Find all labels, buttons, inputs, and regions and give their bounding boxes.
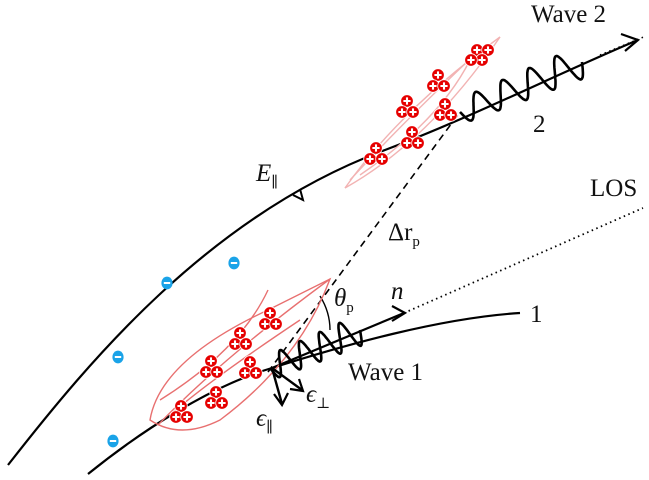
n-label: n <box>391 278 404 305</box>
e-parallel-label: E∥ <box>255 160 278 191</box>
eps-par-vector <box>270 367 284 405</box>
theta-arc <box>319 295 331 331</box>
los-label: LOS <box>590 175 637 202</box>
wave-1-label: Wave 1 <box>348 359 423 386</box>
eps-parallel-label: ϵ∥ <box>256 405 273 436</box>
eps-perp-label: ϵ⊥ <box>306 381 330 412</box>
separation-dashed-line <box>267 111 461 373</box>
wave2-extension <box>599 35 647 56</box>
line-1-label: 1 <box>530 301 543 328</box>
n-vector <box>271 311 405 370</box>
wave-1 <box>268 321 363 379</box>
arrowhead-e-parallel <box>292 188 305 202</box>
wave-2 <box>459 54 585 122</box>
eps-perp-vector <box>271 367 303 391</box>
theta-label: θp <box>334 285 354 316</box>
delta-r-label: Δrp <box>388 219 420 250</box>
field-line-lower <box>87 311 521 475</box>
eps-par-arrowhead <box>273 392 289 408</box>
los-line <box>403 207 644 314</box>
eps-perp-arrowhead <box>289 378 305 393</box>
line-2-label: 2 <box>533 111 546 138</box>
wave-2-label: Wave 2 <box>531 1 606 28</box>
